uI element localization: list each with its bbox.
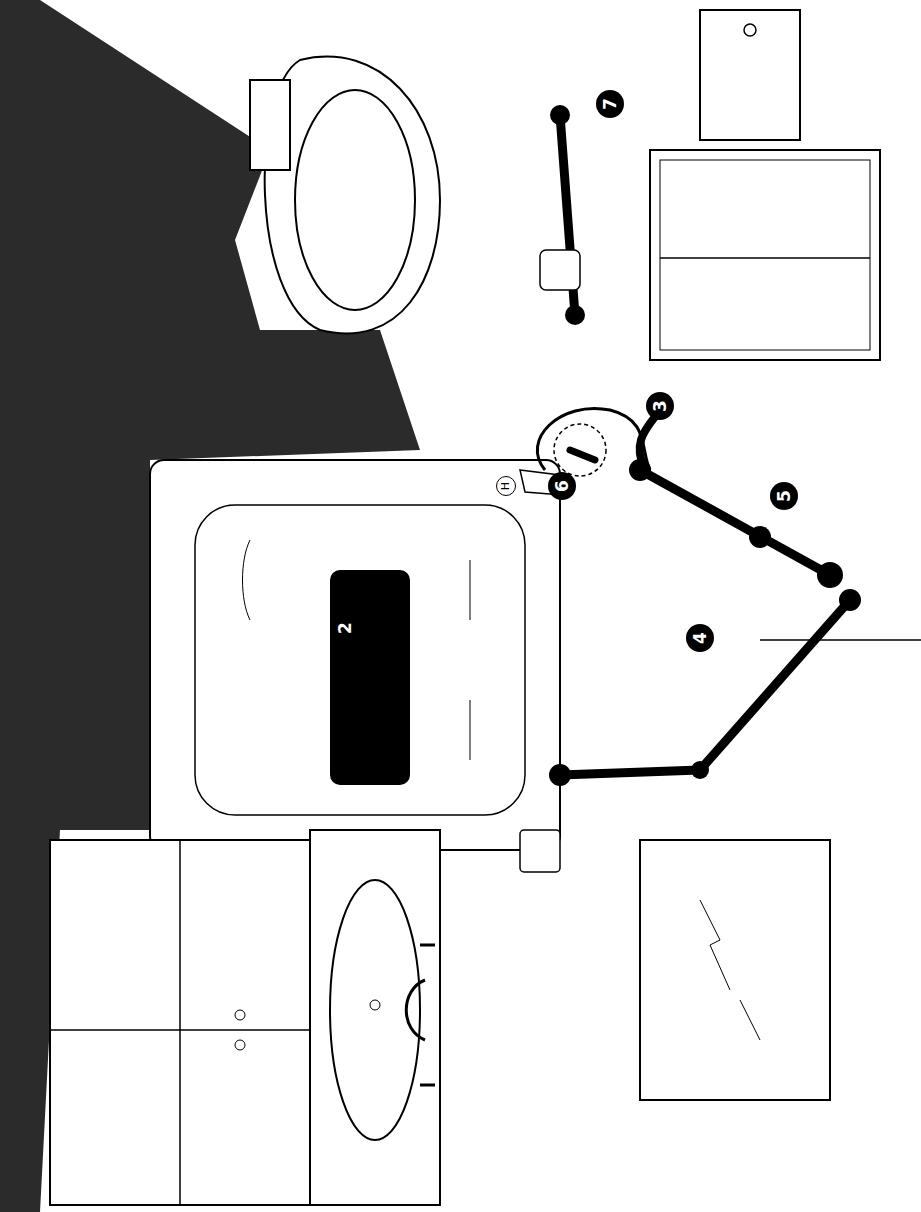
callout-number: 3 — [646, 392, 674, 420]
tub-highlight — [243, 540, 471, 760]
drain — [370, 1000, 380, 1010]
grab-bar-4 — [560, 600, 850, 775]
bar-mount — [691, 761, 709, 779]
bar-mount — [549, 764, 571, 786]
flush-knob — [744, 24, 756, 36]
bathtub — [150, 460, 560, 850]
sink-faucet — [406, 945, 435, 1085]
tub-inner — [195, 505, 525, 815]
soap-dish — [520, 830, 560, 872]
bar-mount — [817, 562, 843, 588]
mirror-glint — [700, 900, 760, 1040]
toilet-paper — [540, 250, 580, 290]
knob — [235, 1010, 245, 1020]
callout-number: 7 — [596, 90, 624, 118]
grab-bar-5 — [640, 470, 830, 575]
handle-mark: H — [496, 476, 516, 496]
control-highlight — [554, 424, 606, 476]
callout-number: 2 — [331, 614, 359, 642]
toilet-seat — [295, 90, 415, 310]
knob — [235, 1040, 245, 1050]
bar-mount — [550, 105, 570, 125]
cabinet-door — [50, 1029, 310, 1031]
window-inner — [660, 160, 870, 350]
window-sash — [660, 257, 870, 259]
mirror — [640, 840, 830, 1100]
cabinet — [50, 840, 310, 1205]
cabinet-door — [179, 840, 181, 1205]
callout-number: 5 — [770, 482, 798, 510]
toilet-back — [250, 80, 290, 170]
tub-shadow — [330, 570, 410, 785]
window — [650, 150, 880, 360]
shower-hose — [537, 408, 650, 470]
wall-corner — [760, 639, 921, 641]
toilet-tank — [700, 10, 800, 140]
lever — [570, 450, 595, 460]
callout-number: 4 — [686, 624, 714, 652]
bar-mount — [839, 589, 861, 611]
bar-mount — [565, 305, 585, 325]
bar-mount — [749, 526, 771, 548]
callout-number: 6 — [548, 472, 576, 500]
vanity-top — [310, 830, 440, 1205]
